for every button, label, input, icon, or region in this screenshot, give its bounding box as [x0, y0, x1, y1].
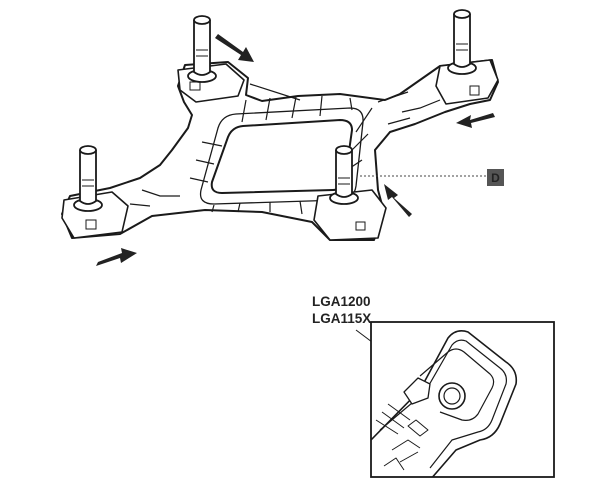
socket-label-lga1200: LGA1200	[312, 294, 371, 309]
mounting-bracket	[61, 59, 499, 241]
arrow-right-icon	[456, 113, 495, 128]
callout-d: D	[360, 169, 504, 186]
socket-labels: LGA1200 LGA115X	[312, 294, 421, 379]
feet-details	[85, 81, 480, 231]
standoff-back-left	[187, 15, 217, 83]
direction-arrows	[96, 34, 495, 266]
arrow-bottom-left-icon	[96, 248, 137, 266]
callout-d-letter: D	[491, 171, 500, 185]
zoom-foot-outline	[371, 330, 518, 477]
zoom-detail-box	[370, 321, 555, 478]
standoffs	[73, 9, 477, 212]
bracket-ribs	[129, 83, 441, 215]
arrow-top-left-icon	[215, 34, 254, 62]
standoff-front-left	[73, 145, 103, 212]
standoff-back-right	[447, 9, 477, 75]
socket-label-lga115x: LGA115X	[312, 311, 371, 326]
zoom-screw	[438, 382, 466, 410]
standoff-front-right	[329, 145, 359, 205]
center-opening	[210, 119, 353, 194]
callout-d-badge	[487, 169, 504, 186]
arrow-lower-right-icon	[384, 184, 412, 217]
foot-front-right	[313, 189, 387, 241]
